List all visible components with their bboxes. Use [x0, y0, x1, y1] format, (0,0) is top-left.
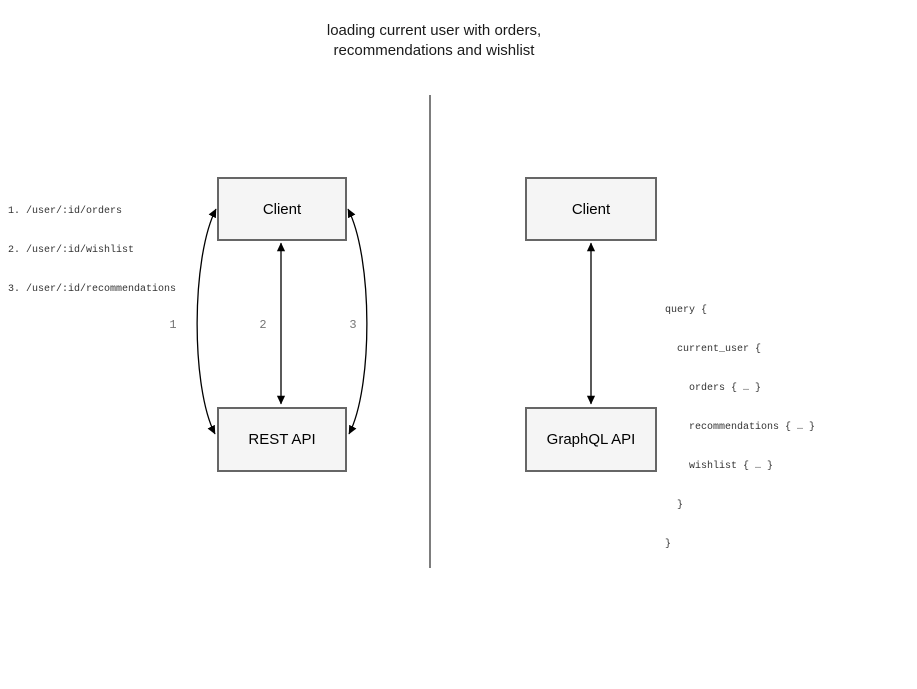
- code-line: query {: [665, 305, 708, 316]
- rest-endpoints-list: 1. /user/:id/orders 2. /user/:id/wishlis…: [8, 179, 176, 322]
- client-label: Client: [262, 200, 302, 218]
- code-line: wishlist { … }: [665, 461, 774, 472]
- client-box-left: Client: [217, 177, 347, 241]
- rest-arrow-1-curve: [196, 208, 217, 435]
- rest-api-box: REST API: [217, 407, 347, 472]
- graphql-api-label: GraphQL API: [546, 431, 636, 448]
- diagram-title: loading current user with orders, recomm…: [234, 21, 634, 61]
- code-line: }: [665, 500, 684, 511]
- title-line-2: recommendations and wishlist: [333, 42, 535, 59]
- arrow-label-1: 1: [169, 318, 177, 332]
- client-label: Client: [571, 200, 611, 218]
- arrow-label-3: 3: [349, 318, 357, 332]
- code-line: }: [665, 539, 672, 550]
- graphql-api-box: GraphQL API: [525, 407, 657, 472]
- client-box-right: Client: [525, 177, 657, 241]
- graphql-query-code: query { current_user { orders { … } reco…: [665, 278, 815, 577]
- code-line: recommendations { … }: [665, 422, 816, 433]
- arrow-label-2: 2: [259, 318, 267, 332]
- code-line: orders { … }: [665, 383, 762, 394]
- divider-line: [429, 95, 431, 568]
- code-line: current_user {: [665, 344, 762, 355]
- endpoint-item: 1. /user/:id/orders: [8, 206, 123, 217]
- rest-api-label: REST API: [248, 431, 316, 448]
- endpoint-item: 3. /user/:id/recommendations: [8, 284, 177, 295]
- title-line-1: loading current user with orders,: [326, 22, 542, 39]
- endpoint-item: 2. /user/:id/wishlist: [8, 245, 135, 256]
